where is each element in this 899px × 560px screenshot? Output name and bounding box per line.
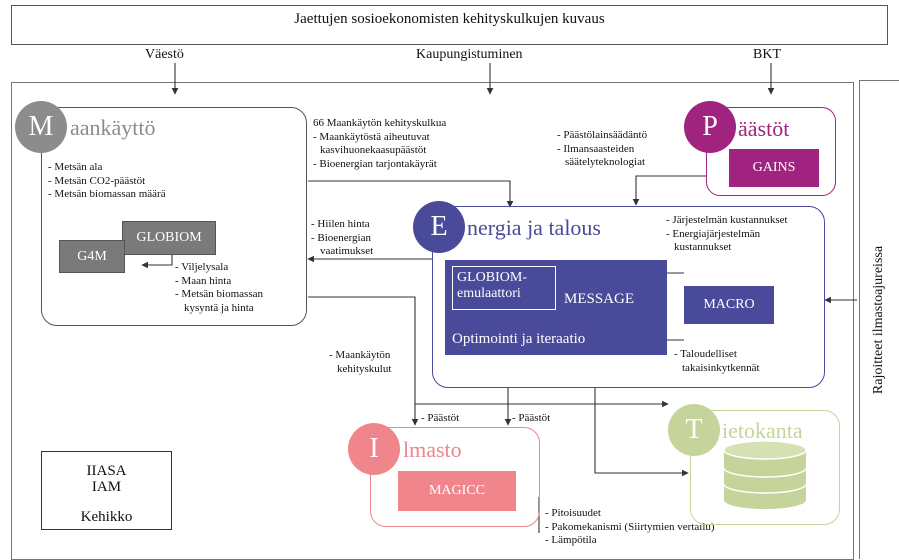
iiasa-box: IIASA IAM Kehikko xyxy=(41,451,172,530)
maankaytto-outputs: - Metsän ala - Metsän CO2-päästöt - Mets… xyxy=(48,161,166,200)
energia-letter: E xyxy=(413,201,465,253)
maankaytto-inputs: - Viljelysala - Maan hinta - Metsän biom… xyxy=(175,261,263,314)
maankaytto-module xyxy=(41,107,307,326)
energia-title: nergia ja talous xyxy=(467,215,601,240)
globiom-box: GLOBIOM xyxy=(122,221,216,255)
flow-paastot-a: - Päästöt xyxy=(421,412,460,424)
tietokanta-module xyxy=(690,410,840,525)
message-box xyxy=(445,260,667,355)
header-box xyxy=(11,5,888,45)
gains-box: GAINS xyxy=(729,149,819,187)
flow-paastot-b: - Päästöt xyxy=(512,412,551,424)
tietokanta-letter: T xyxy=(668,404,720,456)
ilmasto-letter: I xyxy=(348,423,400,475)
header-title: Jaettujen sosioekonomisten kehityskulkuj… xyxy=(294,11,605,27)
constraint-box xyxy=(859,80,899,559)
energia-module xyxy=(432,206,825,388)
flow-energia-maankaytto: - Hiilen hinta - Bioenergian vaatimukset xyxy=(311,218,374,257)
energia-outputs: - Järjestelmän kustannukset - Energiajär… xyxy=(666,214,788,253)
message-label: MESSAGE xyxy=(564,291,635,307)
flow-maankaytto-kehityskulut: - Maankäytön kehityskulut xyxy=(329,349,392,375)
emulator-box: GLOBIOM- emulaattori xyxy=(452,266,556,310)
maankaytto-letter: M xyxy=(15,101,67,153)
paastot-letter: P xyxy=(684,101,736,153)
flow-ilmasto-outputs: - Pitoisuudet - Pakomekanismi (Siirtymie… xyxy=(545,507,715,546)
flow-maankaytto-energia: 66 Maankäytön kehityskulkua - Maankäytös… xyxy=(313,117,447,170)
ilmasto-title: lmasto xyxy=(403,437,462,462)
driver-vaesto: Väestö xyxy=(145,47,184,62)
flow-paastot-energia: - Päästölainsäädäntö - Ilmansaasteiden s… xyxy=(557,129,648,168)
optim-label: Optimointi ja iteraatio xyxy=(452,331,586,347)
database-icon xyxy=(723,440,807,509)
g4m-box: G4M xyxy=(59,240,125,273)
maankaytto-title: aankäyttö xyxy=(70,115,156,140)
tietokanta-title: ietokanta xyxy=(722,418,803,443)
driver-bkt: BKT xyxy=(753,47,781,62)
feedback-label: - Taloudelliset takaisinkytkennät xyxy=(674,348,760,374)
macro-box: MACRO xyxy=(684,286,774,324)
driver-kaupungistuminen: Kaupungistuminen xyxy=(416,47,523,62)
ilmasto-module xyxy=(370,427,540,527)
magicc-box: MAGICC xyxy=(398,471,516,511)
paastot-title: äästöt xyxy=(738,116,790,141)
